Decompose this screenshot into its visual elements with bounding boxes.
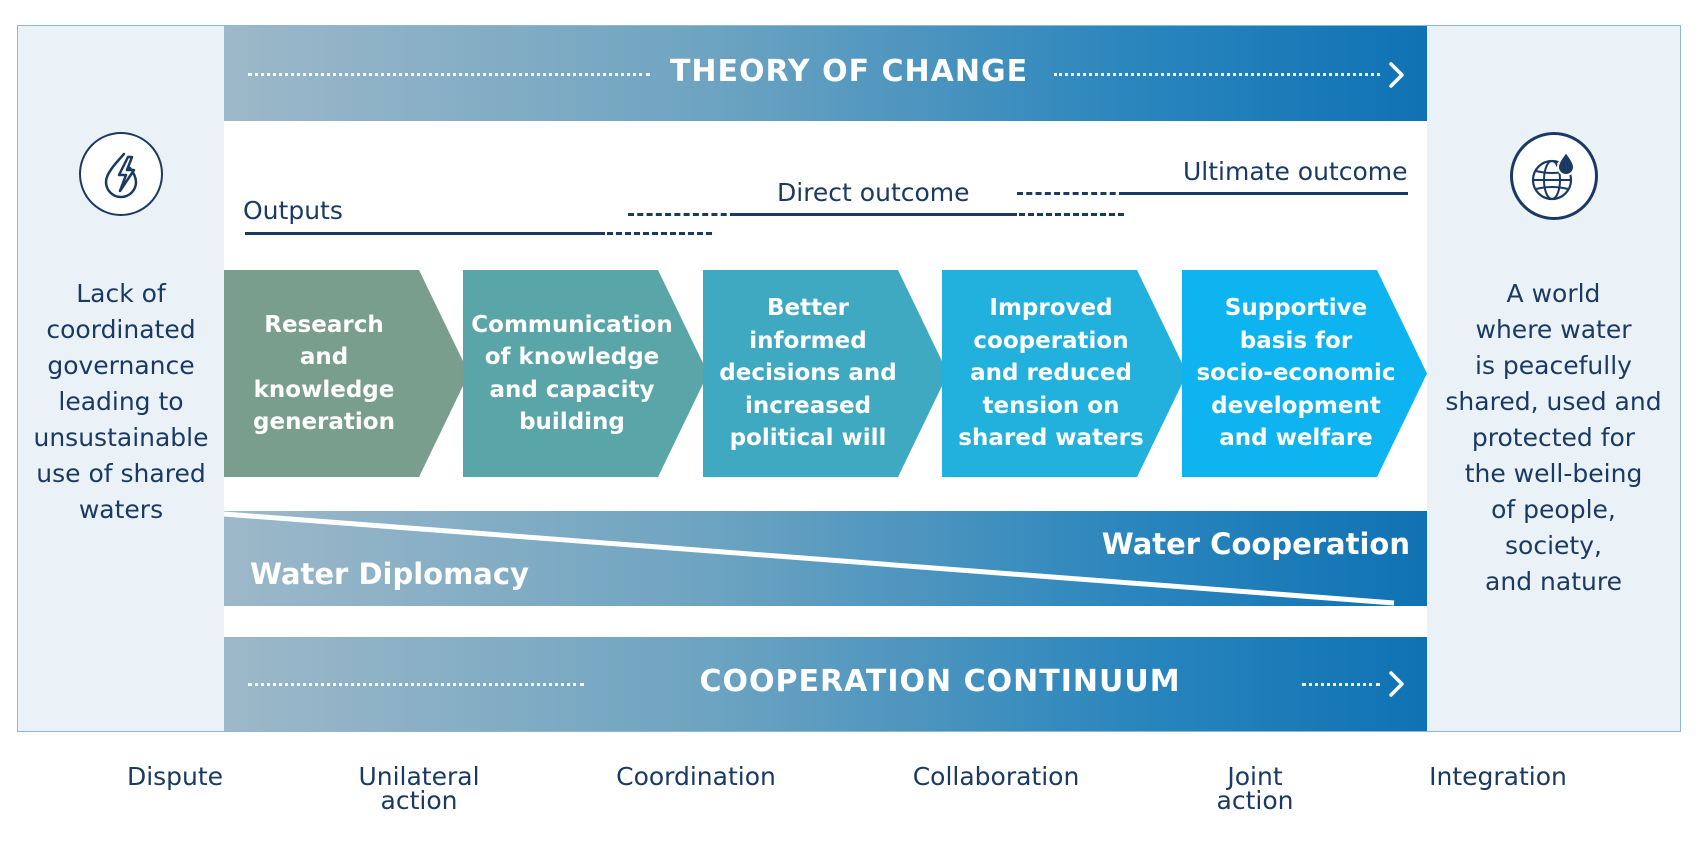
stage-line: action bbox=[1216, 786, 1294, 815]
step-line: basis for bbox=[1239, 327, 1353, 354]
problem-statement: Lack of coordinated governance leading t… bbox=[18, 276, 224, 528]
step-line: Research bbox=[264, 311, 384, 338]
chevron-shape bbox=[703, 270, 948, 477]
step-line: and capacity bbox=[489, 376, 655, 403]
chevron-shape bbox=[1182, 270, 1427, 477]
problem-line: use of shared bbox=[36, 459, 206, 488]
band-arrowhead-icon bbox=[1389, 62, 1404, 88]
chevron-shape bbox=[463, 270, 708, 477]
vision-statement: A world where water is peacefully shared… bbox=[1427, 276, 1680, 600]
step-line: socio-economic bbox=[1196, 360, 1396, 387]
stage-line: Collaboration bbox=[912, 762, 1080, 791]
outputs-line bbox=[245, 232, 605, 235]
problem-line: governance bbox=[47, 351, 195, 380]
continuum-dotted-line-left bbox=[248, 683, 584, 686]
step-line: and welfare bbox=[1219, 425, 1373, 452]
stage-line: Unilateral bbox=[358, 762, 480, 791]
chevron-shape bbox=[224, 270, 469, 477]
diplomacy-cooperation-wedge: Water Diplomacy Water Cooperation bbox=[224, 511, 1427, 606]
vision-line: shared, used and bbox=[1445, 387, 1662, 416]
water-diplomacy-label: Water Diplomacy bbox=[250, 557, 529, 591]
theory-of-change-band: THEORY OF CHANGE bbox=[224, 26, 1427, 121]
chevron-step-informed-decisions: Better informed decisions and increased … bbox=[703, 270, 948, 477]
vision-line: where water bbox=[1475, 315, 1632, 344]
left-panel: Lack of coordinated governance leading t… bbox=[18, 26, 224, 731]
step-line: Improved bbox=[989, 295, 1113, 322]
wedge-divider bbox=[224, 511, 1395, 606]
step-line: generation bbox=[253, 409, 395, 435]
stage-joint-action: Joint action bbox=[1175, 762, 1335, 815]
step-line: increased bbox=[744, 392, 872, 419]
step-text: Research and knowledge generation bbox=[224, 270, 424, 477]
outputs-dashed-line bbox=[607, 232, 712, 235]
step-line: Supportive bbox=[1224, 295, 1368, 322]
problem-line: Lack of bbox=[76, 279, 166, 308]
stage-line: Dispute bbox=[126, 762, 224, 791]
step-line: knowledge bbox=[253, 376, 395, 403]
water-cooperation-label: Water Cooperation bbox=[1101, 527, 1410, 561]
chevron-step-research: Research and knowledge generation bbox=[224, 270, 469, 477]
diagram-frame bbox=[17, 25, 1681, 732]
direct-outcome-line bbox=[736, 213, 1017, 216]
step-text: Better informed decisions and increased … bbox=[703, 270, 913, 477]
stage-unilateral-action: Unilateral action bbox=[339, 762, 499, 815]
step-line: tension on bbox=[982, 392, 1120, 419]
step-line: of knowledge bbox=[484, 344, 660, 370]
step-line: development bbox=[1211, 392, 1381, 419]
stage-dispute: Dispute bbox=[95, 762, 255, 791]
step-line: cooperation bbox=[973, 327, 1129, 354]
ultimate-outcome-dashed-line bbox=[1017, 192, 1125, 195]
cooperation-continuum-title: COOPERATION CONTINUUM bbox=[699, 664, 1181, 699]
band-dotted-line-left bbox=[248, 73, 650, 76]
stage-line: Integration bbox=[1429, 762, 1567, 791]
step-line: building bbox=[519, 409, 625, 435]
chevron-step-improved-cooperation: Improved cooperation and reduced tension… bbox=[942, 270, 1187, 477]
step-text: Supportive basis for socio-economic deve… bbox=[1182, 270, 1410, 477]
vision-line: A world bbox=[1506, 279, 1601, 308]
step-line: decisions and bbox=[719, 360, 897, 387]
problem-line: leading to bbox=[58, 387, 184, 416]
step-text: Communication of knowledge and capacity … bbox=[463, 270, 681, 477]
vision-line: society, bbox=[1505, 531, 1602, 560]
lightning-drop-icon bbox=[79, 132, 163, 216]
direct-outcome-dashed-right bbox=[1019, 213, 1124, 216]
step-line: Communication bbox=[471, 311, 673, 338]
step-line: and bbox=[299, 344, 349, 370]
step-line: and reduced bbox=[970, 360, 1132, 387]
outputs-label: Outputs bbox=[243, 196, 343, 225]
chevron-step-supportive-basis: Supportive basis for socio-economic deve… bbox=[1182, 270, 1427, 477]
vision-line: the well-being bbox=[1464, 459, 1643, 488]
vision-line: is peacefully bbox=[1475, 351, 1632, 380]
step-line: Better bbox=[766, 295, 850, 322]
problem-line: unsustainable bbox=[33, 423, 209, 452]
direct-outcome-dashed-left bbox=[628, 213, 736, 216]
vision-line: protected for bbox=[1471, 423, 1636, 452]
stage-coordination: Coordination bbox=[601, 762, 791, 791]
chevron-shape bbox=[942, 270, 1187, 477]
continuum-arrowhead-icon bbox=[1389, 671, 1404, 697]
step-line: informed bbox=[749, 327, 867, 354]
problem-line: coordinated bbox=[46, 315, 196, 344]
theory-of-change-title: THEORY OF CHANGE bbox=[669, 54, 1029, 89]
vision-line: and nature bbox=[1485, 567, 1622, 596]
stage-collaboration: Collaboration bbox=[901, 762, 1091, 791]
ultimate-outcome-label: Ultimate outcome bbox=[1183, 157, 1408, 186]
ultimate-outcome-line bbox=[1125, 192, 1408, 195]
step-text: Improved cooperation and reduced tension… bbox=[942, 270, 1160, 477]
stage-line: action bbox=[380, 786, 458, 815]
band-dotted-line-right bbox=[1054, 73, 1380, 76]
globe-drop-icon bbox=[1510, 132, 1598, 220]
continuum-dotted-line-right bbox=[1302, 683, 1380, 686]
stage-line: Joint bbox=[1227, 762, 1283, 791]
step-line: shared waters bbox=[958, 425, 1144, 452]
cooperation-continuum-band: COOPERATION CONTINUUM bbox=[224, 637, 1427, 731]
step-line: political will bbox=[729, 425, 887, 452]
vision-line: of people, bbox=[1491, 495, 1616, 524]
chevron-step-communication: Communication of knowledge and capacity … bbox=[463, 270, 708, 477]
direct-outcome-label: Direct outcome bbox=[777, 178, 970, 207]
problem-line: waters bbox=[78, 495, 164, 524]
stage-line: Coordination bbox=[616, 762, 776, 791]
stage-integration: Integration bbox=[1403, 762, 1593, 791]
right-panel: A world where water is peacefully shared… bbox=[1427, 26, 1680, 731]
